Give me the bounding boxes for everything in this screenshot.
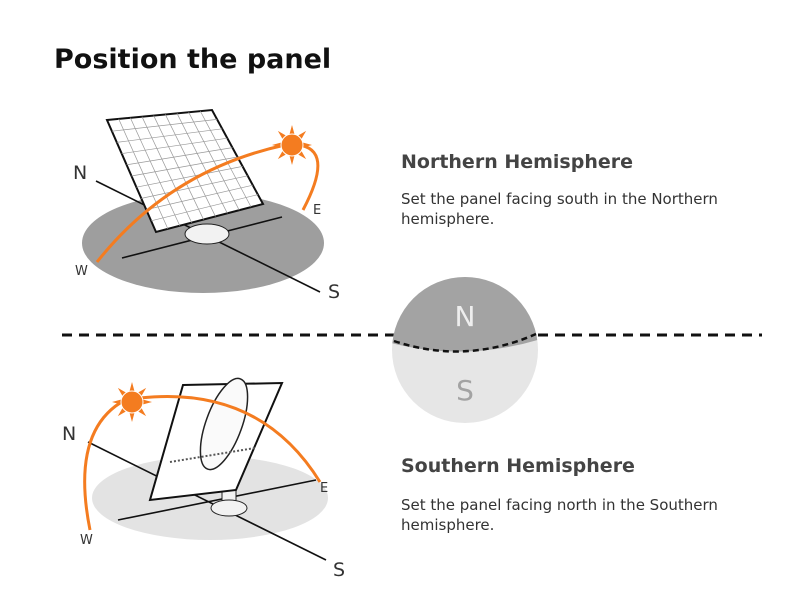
compass-e: E xyxy=(320,481,328,496)
page-title: Position the panel xyxy=(54,44,332,75)
southern-diagram: N E W S xyxy=(62,377,345,581)
sun-icon xyxy=(112,382,152,422)
northern-description: Set the panel facing south in the Northe… xyxy=(401,190,718,228)
e-w-axis xyxy=(117,479,317,521)
compass-n: N xyxy=(62,423,76,445)
panel-mount xyxy=(210,499,248,517)
northern-heading: Northern Hemisphere xyxy=(401,151,634,173)
sun-arc xyxy=(95,143,320,263)
southern-heading: Southern Hemisphere xyxy=(401,455,635,477)
sun-icon xyxy=(272,125,312,165)
n-s-axis xyxy=(87,441,327,561)
panel-mount xyxy=(184,223,230,245)
solar-panel xyxy=(105,108,265,234)
sun-arc xyxy=(83,394,322,531)
compass-s: S xyxy=(333,559,345,581)
southern-description: Set the panel facing north in the Southe… xyxy=(401,496,718,534)
compass-w: W xyxy=(75,264,88,279)
globe-icon: N S xyxy=(392,277,538,423)
ground-disc xyxy=(92,456,328,540)
compass-e: E xyxy=(313,203,321,218)
compass-w: W xyxy=(80,533,93,548)
globe-north-label: N xyxy=(455,300,476,333)
solar-panel-back xyxy=(148,377,284,502)
northern-diagram: N E W S xyxy=(73,108,340,303)
globe-south-label: S xyxy=(456,374,474,407)
compass-n: N xyxy=(73,162,87,184)
compass-s: S xyxy=(328,281,340,303)
